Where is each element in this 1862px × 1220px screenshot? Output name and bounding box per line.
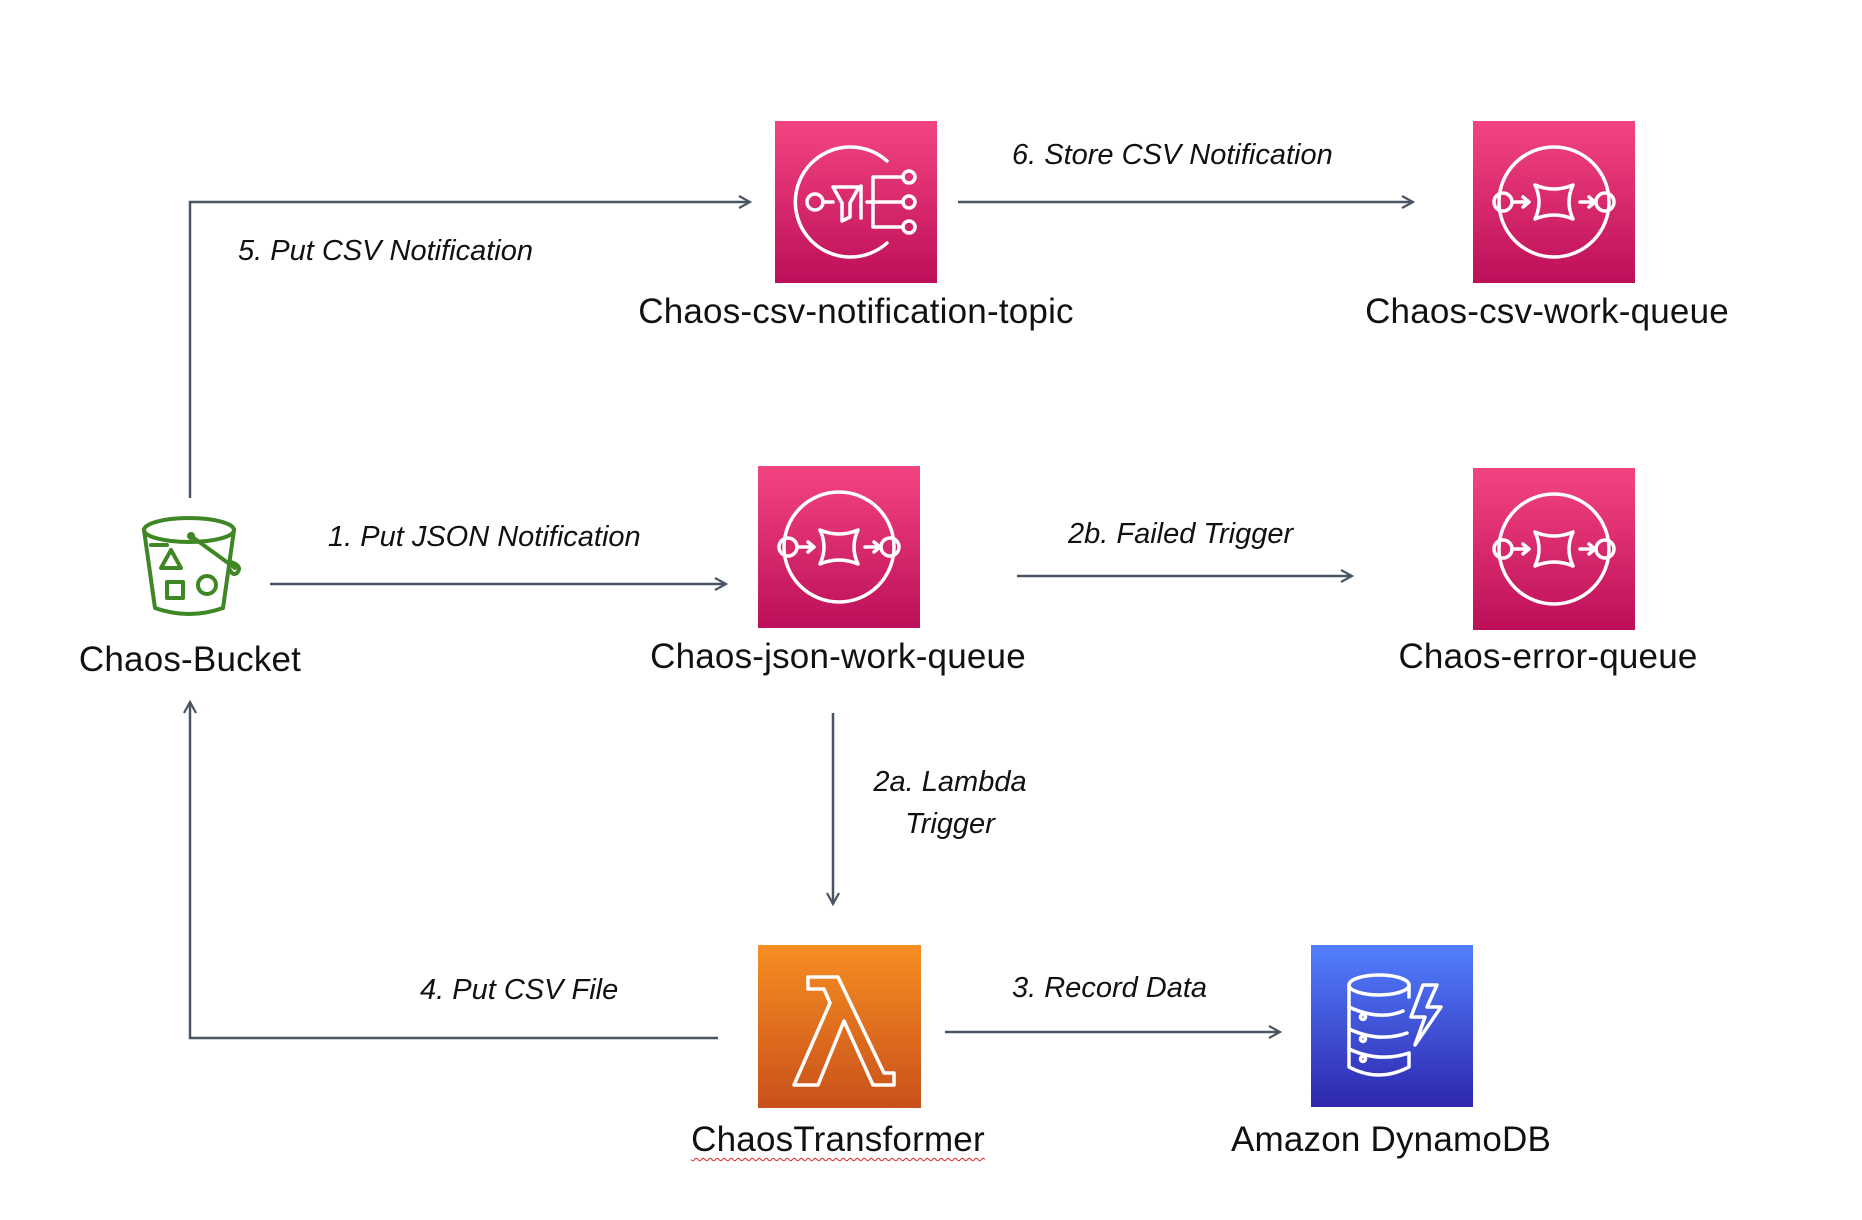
error-queue-label: Chaos-error-queue [1398, 637, 1698, 676]
edge-label-lambda-trigger: 2a. Lambda Trigger [870, 761, 1030, 845]
edge-label-failed-trigger: 2b. Failed Trigger [1068, 518, 1294, 550]
edge-label-put-json: 1. Put JSON Notification [328, 521, 641, 553]
edge-put-csv-notification-line [188, 202, 750, 498]
csv-topic-label: Chaos-csv-notification-topic [638, 292, 1074, 331]
edge-label-store-csv-notification: 6. Store CSV Notification [1012, 139, 1333, 171]
csv-work-queue-label: Chaos-csv-work-queue [1365, 292, 1729, 331]
lambda-icon [758, 945, 921, 1108]
sqs-queue-icon [1473, 121, 1635, 283]
edge-label-put-csv-file: 4. Put CSV File [420, 974, 619, 1006]
s3-bucket-icon [133, 510, 245, 622]
sqs-queue-icon [758, 466, 920, 628]
bucket-label: Chaos-Bucket [78, 640, 302, 679]
edge-label-lambda-trigger-line2: Trigger [905, 808, 995, 840]
json-work-queue-label: Chaos-json-work-queue [650, 637, 1026, 676]
dynamodb-icon [1311, 945, 1473, 1107]
edge-label-record-data: 3. Record Data [1012, 972, 1208, 1004]
sqs-queue-icon [1473, 468, 1635, 630]
edge-put-csv-file-line [190, 702, 718, 1040]
edge-label-put-csv-notification: 5. Put CSV Notification [238, 235, 533, 267]
edge-label-lambda-trigger-line1: 2a. Lambda [873, 766, 1027, 798]
transformer-label-text: ChaosTransformer [691, 1120, 985, 1159]
sns-topic-icon [775, 121, 937, 283]
transformer-label: ChaosTransformer [691, 1120, 985, 1160]
dynamodb-label: Amazon DynamoDB [1230, 1120, 1552, 1159]
